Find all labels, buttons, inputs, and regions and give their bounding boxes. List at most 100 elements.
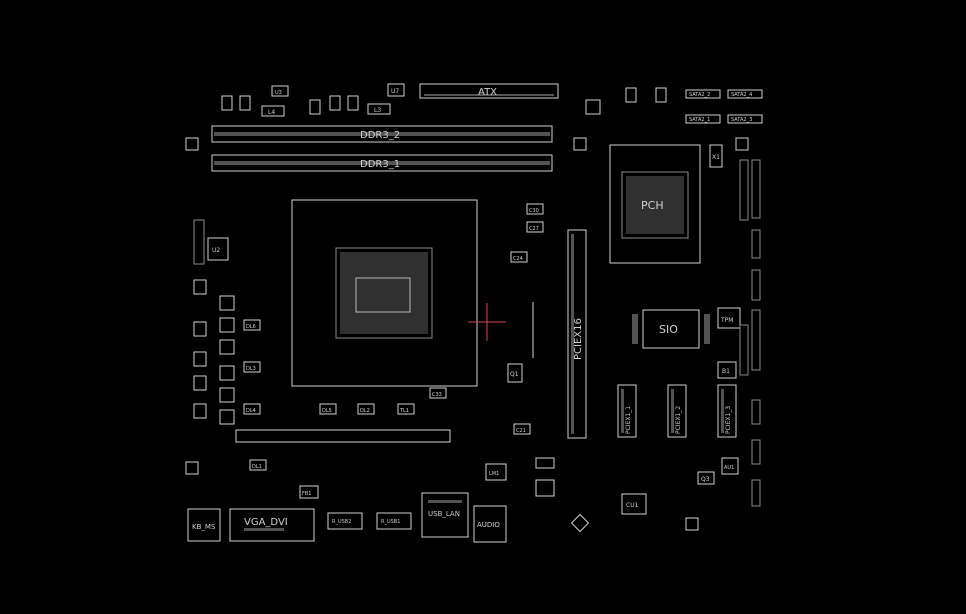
x1-crystal — [709, 144, 723, 168]
au1-label: AU1 — [724, 465, 734, 471]
usb-lan-label: USB_LAN — [428, 510, 460, 518]
top-cap-7 — [625, 87, 637, 103]
ddr3-1-slot — [211, 154, 553, 172]
left-comp-3 — [193, 351, 207, 367]
cu1-label: CU1 — [626, 502, 639, 509]
front-panel-header-3 — [751, 269, 761, 301]
vga-dvi-label: VGA_DVI — [244, 517, 288, 528]
sio-label: SIO — [659, 323, 678, 336]
dl3-led — [243, 361, 261, 373]
front-panel-header-4 — [751, 309, 761, 371]
pciex1-2-slot — [667, 384, 687, 438]
sio-pin-left — [632, 314, 638, 344]
pch-die — [621, 171, 689, 239]
kb-ms-port — [187, 508, 221, 542]
usb-lan-port — [421, 492, 469, 538]
atx-pin-row — [424, 94, 554, 96]
tl1-label: TL1 — [399, 408, 409, 414]
l3-label: L3 — [374, 107, 381, 114]
sata2-4-label: SATA2_4 — [731, 92, 752, 98]
c33-cap — [429, 387, 447, 399]
pciex1-1-pins — [621, 389, 624, 433]
left-comp-11 — [219, 409, 235, 425]
r-usb2-header — [327, 512, 363, 530]
bios-chip — [535, 479, 555, 497]
ddr3-2-label: DDR3_2 — [360, 130, 400, 141]
top-cap-2 — [239, 95, 251, 111]
cu1-chip — [621, 493, 647, 515]
left-comp-10 — [219, 387, 235, 403]
l3-inductor — [367, 103, 391, 115]
sio-chip — [642, 309, 700, 349]
r-usb1-label: R_USB1 — [381, 519, 400, 525]
left-comp-6 — [219, 295, 235, 311]
vga-dvi-port — [229, 508, 315, 542]
u2-label: U2 — [212, 247, 220, 254]
l4-label: L4 — [268, 109, 275, 116]
pciex1-1-label: PCIEX1_1 — [625, 406, 632, 434]
pciex1-3-pins — [721, 389, 724, 433]
c27-label: C27 — [529, 226, 539, 232]
top-cap-1 — [221, 95, 233, 111]
top-cap-3 — [309, 99, 321, 115]
front-panel-header-5 — [751, 399, 761, 425]
top-cap-6 — [585, 99, 601, 115]
left-vrm-block — [193, 219, 205, 265]
inner-row-header — [235, 429, 451, 443]
sata2-4-port — [727, 89, 763, 99]
side-header-left — [739, 324, 749, 376]
pciex1-1-slot — [617, 384, 637, 438]
left-comp-7 — [219, 317, 235, 333]
top-cap-8 — [655, 87, 667, 103]
cpu-core-window — [355, 277, 411, 313]
lm1-chip — [485, 463, 507, 481]
pciex16-label: PCIEX16 — [573, 318, 584, 360]
pch-outline — [609, 144, 701, 264]
b1-label: B1 — [722, 368, 730, 375]
front-panel-header-1 — [751, 159, 761, 219]
usb-lan-pins — [428, 500, 462, 503]
audio-port — [473, 505, 507, 543]
top-left-square — [185, 137, 199, 151]
q1-chip — [507, 363, 523, 383]
c21-cap — [513, 423, 531, 435]
labels-group: ATX DDR3_2 DDR3_1 PCH SIO TPM PCIEX16 PC… — [192, 87, 752, 531]
c30-cap — [526, 203, 544, 215]
x1-label: X1 — [712, 154, 720, 161]
c30-label: C30 — [529, 208, 539, 214]
diamond-marker — [570, 513, 590, 533]
c24-label: C24 — [513, 256, 523, 262]
sio-pin-right — [704, 314, 710, 344]
ddr3-2-slot — [211, 125, 553, 143]
dl4-led — [243, 403, 261, 415]
r-usb2-label: R_USB2 — [332, 519, 351, 525]
pciex1-2-pins — [671, 389, 674, 433]
sata2-2-label: SATA2_2 — [689, 92, 710, 98]
cpu-pad-array — [335, 247, 433, 339]
l4-inductor — [261, 105, 285, 117]
ddr3-1-label: DDR3_1 — [360, 159, 400, 170]
lm1-label: LM1 — [489, 471, 499, 477]
board-outline-group — [185, 83, 763, 543]
left-comp-8 — [219, 339, 235, 355]
top-cap-4 — [329, 95, 341, 111]
au1-chip — [721, 457, 739, 475]
sata2-3-port — [727, 114, 763, 124]
dl1-label: DL1 — [252, 464, 262, 470]
top-cap-5 — [347, 95, 359, 111]
side-header-right — [739, 159, 749, 221]
u3-chip — [271, 85, 289, 97]
pciex1-3-slot — [717, 384, 737, 438]
pciex1-3-label: PCIEX1_3 — [725, 406, 732, 434]
tpm-label: TPM — [720, 317, 733, 324]
dl3-label: DL3 — [246, 366, 256, 372]
b1-battery — [717, 361, 737, 379]
tpm-header — [717, 307, 741, 329]
front-panel-header-2 — [751, 229, 761, 259]
u7-chip — [387, 83, 405, 97]
corner-square — [685, 517, 699, 531]
front-panel-header-6 — [751, 439, 761, 465]
pin-dots-group — [214, 94, 724, 531]
left-comp-5 — [193, 403, 207, 419]
q3-chip — [697, 471, 715, 485]
